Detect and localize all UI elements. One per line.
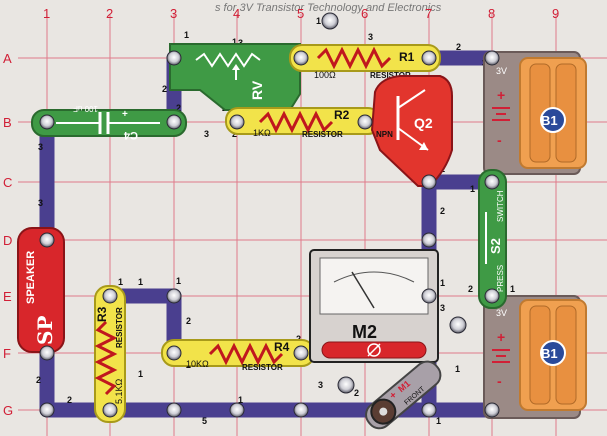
rv-label: RV xyxy=(249,80,265,100)
q2-label: Q2 xyxy=(414,115,433,131)
wire-number: 1 xyxy=(138,277,143,287)
c4-polarity: + xyxy=(122,109,128,120)
wire-number: 3 xyxy=(204,129,209,139)
snap-connectors xyxy=(39,12,500,418)
b1-bottom-plus: + xyxy=(497,329,505,345)
s2-action: PRESS xyxy=(496,265,505,292)
wire-number: 3 xyxy=(38,198,43,208)
variable-resistor-rv: RV xyxy=(169,43,301,111)
sp-type: SPEAKER xyxy=(25,251,37,304)
r4-label: R4 xyxy=(274,340,290,354)
wire-number: 3 xyxy=(38,142,43,152)
wire-number: 1 xyxy=(440,278,445,288)
wire-number: 5 xyxy=(202,416,207,426)
row-label-f: F xyxy=(3,346,11,361)
transistor-q2: Q2 NPN xyxy=(370,75,453,187)
m2-label: M2 xyxy=(352,322,377,342)
wire-number: 2 xyxy=(186,316,191,326)
r3-type: RESISTOR xyxy=(115,307,124,348)
row-label-d: D xyxy=(3,233,12,248)
wire-number: 3 xyxy=(368,32,373,42)
r4-value: 10KΩ xyxy=(186,359,209,369)
b1-top-voltage: 3V xyxy=(496,66,507,76)
row-label-b: B xyxy=(3,115,12,130)
b1-top-plus: + xyxy=(497,87,505,103)
row-label-e: E xyxy=(3,289,12,304)
wire-number: 1 xyxy=(118,277,123,287)
wire-number: 2 xyxy=(354,388,359,398)
b1-bottom-label: B1 xyxy=(541,346,558,361)
resistor-r1: R1 100Ω RESISTOR xyxy=(289,44,441,80)
wire-number: 1 xyxy=(238,395,243,405)
q2-type: NPN xyxy=(376,130,393,139)
wire-number: 2 xyxy=(468,284,473,294)
wire-number: 1 xyxy=(436,416,441,426)
battery-b1-bottom: B1 3V + - xyxy=(483,295,587,419)
resistor-r2: R2 1KΩ RESISTOR xyxy=(225,107,381,139)
col-label-9: 9 xyxy=(552,6,559,21)
row-label-c: C xyxy=(3,175,12,190)
sp-label: SP xyxy=(33,316,57,345)
wire-number: 2 xyxy=(176,103,181,113)
s2-type: SWITCH xyxy=(496,190,505,222)
wire-number: 1 xyxy=(470,184,475,194)
row-label-a: A xyxy=(3,51,12,66)
wire-number: 1 xyxy=(184,30,189,40)
header-text: s for 3V Transistor Technology and Elect… xyxy=(215,2,442,14)
r2-label: R2 xyxy=(334,108,350,122)
meter-m2: M2 xyxy=(309,249,439,363)
col-label-1: 1 xyxy=(43,6,50,21)
col-label-6: 6 xyxy=(361,6,368,21)
row-label-g: G xyxy=(3,403,13,418)
wire-number: 2 xyxy=(67,395,72,405)
capacitor-c4: C4 100 uF + xyxy=(31,104,187,141)
b1-bottom-voltage: 3V xyxy=(496,308,507,318)
r2-value: 1KΩ xyxy=(253,128,271,138)
wire-number: 2 xyxy=(36,375,41,385)
battery-b1-top: B1 3V + - xyxy=(483,51,587,175)
c4-value: 100 uF xyxy=(73,104,98,113)
m1-sign: + xyxy=(388,390,400,402)
col-label-2: 2 xyxy=(106,6,113,21)
r3-label: R3 xyxy=(95,306,109,322)
r4-type: RESISTOR xyxy=(242,363,283,372)
wire-number: 1 xyxy=(455,364,460,374)
wire-number: 2 xyxy=(440,206,445,216)
switch-s2: S2 SWITCH PRESS xyxy=(478,169,507,309)
b1-top-label: B1 xyxy=(541,113,558,128)
speaker-sp: SP SPEAKER xyxy=(17,227,65,353)
col-label-4: 4 xyxy=(233,6,240,21)
resistor-r4: R4 10KΩ RESISTOR xyxy=(161,339,315,372)
r1-label: R1 xyxy=(399,50,415,64)
s2-label: S2 xyxy=(488,238,503,254)
wire-number: 1 xyxy=(232,37,237,47)
wire-number: 1 xyxy=(176,276,181,286)
resistor-r3: R3 RESISTOR 5.1KΩ xyxy=(94,285,126,423)
col-label-7: 7 xyxy=(425,6,432,21)
col-label-3: 3 xyxy=(170,6,177,21)
wire-number: 1 xyxy=(138,369,143,379)
motor-m1: M1 FRONT + xyxy=(365,360,442,430)
c4-label: C4 xyxy=(123,129,138,141)
b1-bottom-minus: - xyxy=(497,373,502,389)
wire-number: 3 xyxy=(318,380,323,390)
col-label-5: 5 xyxy=(297,6,304,21)
wire-number: 3 xyxy=(440,303,445,313)
r2-type: RESISTOR xyxy=(302,130,343,139)
wire-number: 2 xyxy=(456,42,461,52)
wire-number: 1 xyxy=(510,284,515,294)
col-label-8: 8 xyxy=(488,6,495,21)
r3-value: 5.1KΩ xyxy=(114,378,124,404)
wire-number: 1 xyxy=(316,16,321,26)
r1-value: 100Ω xyxy=(314,70,336,80)
b1-top-minus: - xyxy=(497,132,502,148)
r1-type: RESISTOR xyxy=(370,71,411,80)
wire-number: 2 xyxy=(162,84,167,94)
